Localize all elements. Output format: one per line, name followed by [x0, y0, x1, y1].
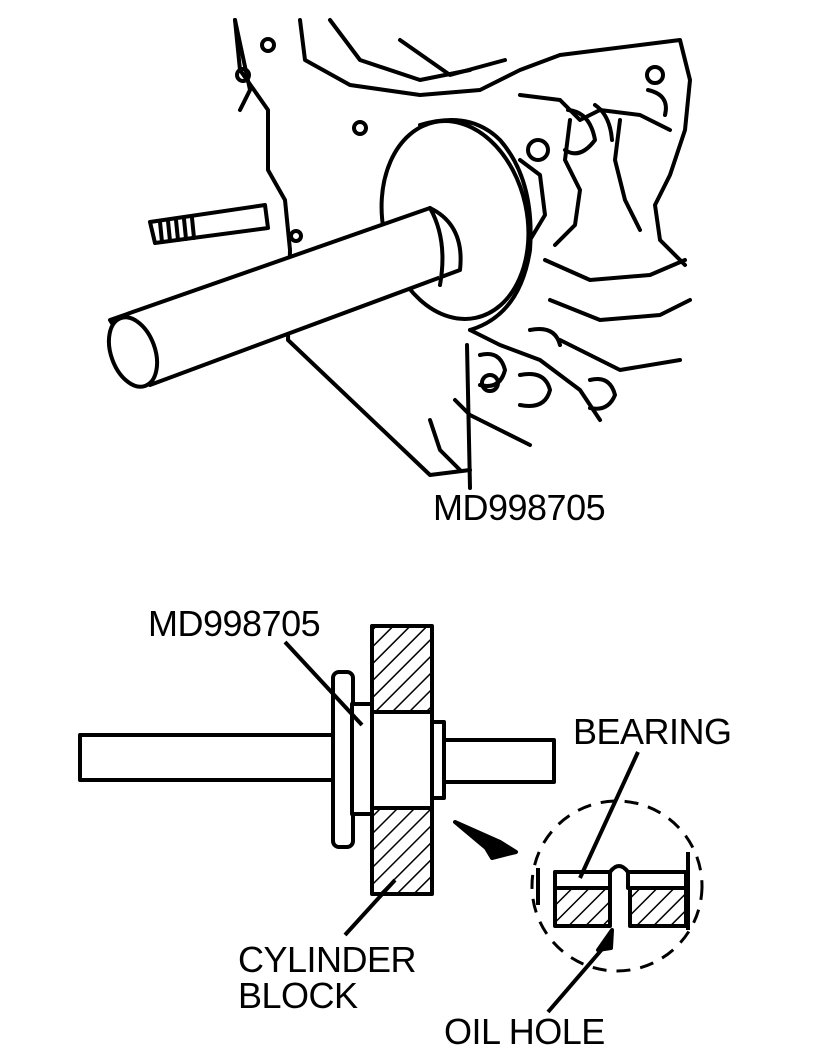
cylinder-block-label-line1: CYLINDER [238, 939, 416, 980]
oil-hole-label: OIL HOLE [444, 1011, 605, 1052]
cylinder-block-label-line2: BLOCK [238, 975, 358, 1016]
top-tool-leader-line [465, 343, 472, 490]
bottom-tool-label: MD998705 [148, 603, 320, 644]
oil-hole-arrowhead-icon [596, 928, 614, 952]
detail-block-left [553, 886, 612, 928]
cylinder-block-leader-line [343, 878, 397, 937]
detail-view [536, 852, 690, 930]
tool-shaft-left [78, 733, 337, 782]
oil-hole-leader-line [546, 938, 612, 1014]
cylinder-block-lower-section [370, 806, 434, 896]
detail-bearing-strip-right [626, 870, 688, 890]
cylinder-block-upper-section [370, 624, 434, 714]
detail-block-right [628, 886, 688, 928]
bottom-tool-leader-line [283, 640, 364, 727]
detail-circle [530, 799, 704, 973]
bottom-figure [78, 624, 704, 1014]
detail-arrow-icon [453, 820, 518, 860]
bearing-leader-line [578, 751, 640, 879]
top-tool-label: MD998705 [433, 487, 605, 528]
detail-oil-hole-gap [608, 864, 630, 874]
tool-shaft-right [442, 738, 556, 784]
tool-flange-collar [350, 702, 374, 816]
installer-shaft-3d [106, 206, 463, 389]
bearing-section [370, 710, 434, 810]
top-figure [106, 18, 692, 490]
bearing-label: BEARING [573, 711, 732, 752]
engine-block-illustration [148, 18, 692, 477]
